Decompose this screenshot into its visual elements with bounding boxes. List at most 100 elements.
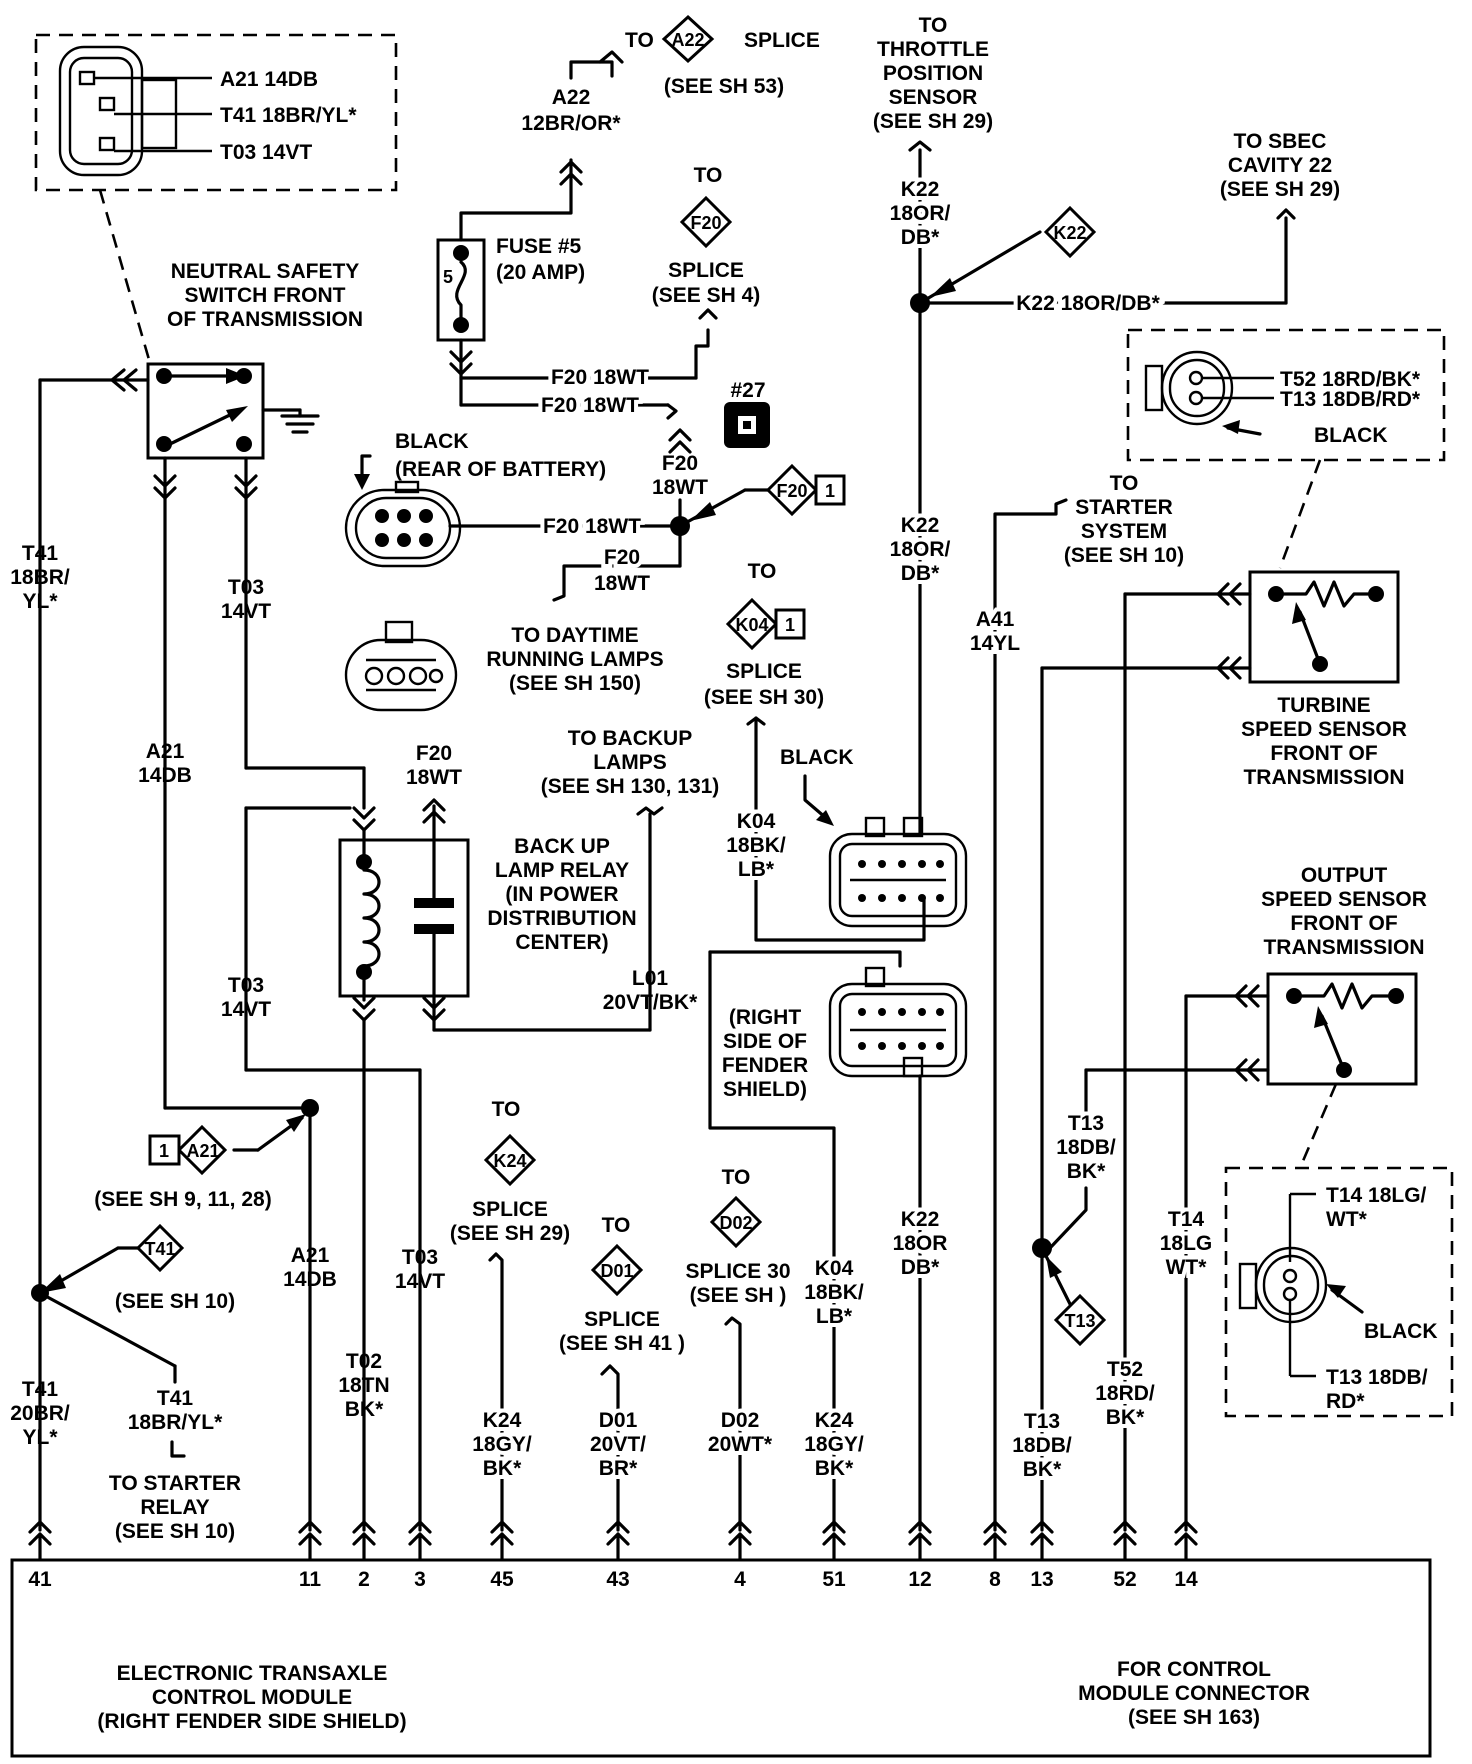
d01-to: TO	[602, 1214, 631, 1237]
br-pin-3: T13 18DB/	[1326, 1366, 1428, 1389]
t13-upper-2: 18DB/	[1056, 1136, 1116, 1159]
fender-2: SIDE OF	[723, 1030, 807, 1053]
k22-low-2: 18OR	[893, 1232, 948, 1255]
t03-upper-1: T03	[228, 576, 264, 599]
tr-color: BLACK	[1314, 424, 1388, 447]
f20-ref: (SEE SH 4)	[652, 284, 761, 307]
br-color: BLACK	[1364, 1320, 1438, 1343]
upper-12way-connector	[828, 816, 968, 928]
connector-27: #27	[724, 379, 770, 448]
starter-sys-1: TO	[1110, 472, 1139, 495]
tps-5: (SEE SH 29)	[873, 110, 993, 133]
starter-sys-2: STARTER	[1075, 496, 1173, 519]
k22-low-1: K22	[901, 1208, 940, 1231]
terminal-arrow	[408, 1520, 432, 1562]
a22-splice: SPLICE	[744, 29, 820, 52]
k22-mid-1: K22	[901, 514, 940, 537]
turbine-4: TRANSMISSION	[1243, 766, 1404, 789]
t14-3: WT*	[1166, 1256, 1208, 1279]
f20-tag-2: F20	[776, 481, 807, 501]
l01-1: L01	[632, 967, 669, 990]
k22-low-3: DB*	[901, 1256, 940, 1279]
fender-1: (RIGHT	[729, 1006, 801, 1029]
fuse-5: 5	[436, 238, 486, 342]
drl-3: (SEE SH 150)	[509, 672, 641, 695]
nss-title-3: OF TRANSMISSION	[167, 308, 363, 331]
battery-conn-2: (REAR OF BATTERY)	[395, 458, 606, 481]
tr-pin-2: T13 18DB/RD*	[1280, 388, 1421, 411]
turbine-speed-sensor	[1248, 570, 1400, 684]
module-note-3: (SEE SH 163)	[1128, 1706, 1260, 1729]
k22-upper-1: K22	[901, 178, 940, 201]
t13-low-2: 18DB/	[1012, 1434, 1072, 1457]
d01-tag: D01	[600, 1261, 633, 1281]
k04-wire-2: 18BK/	[726, 834, 786, 857]
k04-to: TO	[748, 560, 777, 583]
fender-4: SHIELD)	[723, 1078, 807, 1101]
d01-wire-1: D01	[599, 1409, 638, 1432]
module-pin-4: 45	[490, 1568, 514, 1591]
k24-ref: (SEE SH 29)	[450, 1222, 570, 1245]
module-note-1: FOR CONTROL	[1117, 1658, 1271, 1681]
connector-27-label: #27	[730, 379, 765, 402]
k04-low-3: LB*	[816, 1305, 853, 1328]
t52-2: 18RD/	[1095, 1382, 1155, 1405]
t52-3: BK*	[1106, 1406, 1145, 1429]
t03-upper-2: 14VT	[221, 600, 271, 623]
module-pin-10: 13	[1030, 1568, 1053, 1591]
k24-wire-3: BK*	[483, 1457, 522, 1480]
f20-wire-a: F20 18WT	[551, 366, 649, 389]
terminal-arrow	[822, 1520, 846, 1562]
tps-2: THROTTLE	[877, 38, 989, 61]
terminal-arrow	[298, 1520, 322, 1562]
backup-lamp-relay	[338, 798, 652, 1032]
a22-to: TO	[625, 29, 654, 52]
output-4: TRANSMISSION	[1263, 936, 1424, 959]
f20-wire-b: F20 18WT	[541, 394, 639, 417]
t02-3: BK*	[345, 1398, 384, 1421]
sbec-3: (SEE SH 29)	[1220, 178, 1340, 201]
d01-ref: (SEE SH 41 )	[559, 1332, 685, 1355]
sbec-2: CAVITY 22	[1228, 154, 1332, 177]
drl-2: RUNNING LAMPS	[486, 648, 663, 671]
k24-wire-2: 18GY/	[472, 1433, 532, 1456]
k22-upper-2: 18OR/	[890, 202, 951, 225]
terminal-arrow	[908, 1520, 932, 1562]
nss-pin-3: T03 14VT	[220, 141, 312, 164]
t41-upper-1: T41	[22, 542, 59, 565]
terminal-arrow	[1174, 1520, 1198, 1562]
a21-low-2: 14DB	[283, 1268, 337, 1291]
a21-ref: (SEE SH 9, 11, 28)	[94, 1188, 271, 1211]
module-pin-0: 41	[28, 1568, 52, 1591]
f20-tag: F20	[690, 213, 721, 233]
t41-branch-1: T41	[157, 1387, 194, 1410]
terminal-arrow	[1030, 1520, 1054, 1562]
k04-low-1: K04	[815, 1257, 854, 1280]
f20-relay-1: F20	[416, 742, 452, 765]
turbine-2: SPEED SENSOR	[1241, 718, 1407, 741]
d01-wire-2: 20VT/	[590, 1433, 646, 1456]
f20-vert-1: F20	[662, 452, 698, 475]
module-note-2: MODULE CONNECTOR	[1078, 1682, 1310, 1705]
starter-relay-1: TO STARTER	[109, 1472, 241, 1495]
relay-title-4: DISTRIBUTION	[487, 907, 636, 930]
bottom-right-connector-detail: T14 18LG/ WT* BLACK T13 18DB/ RD*	[1224, 1166, 1454, 1418]
neutral-safety-switch	[146, 362, 320, 460]
module-pin-12: 14	[1174, 1568, 1198, 1591]
starter-sys-4: (SEE SH 10)	[1064, 544, 1184, 567]
t13-tag: T13	[1064, 1311, 1095, 1331]
k24-wire-1: K24	[483, 1409, 522, 1432]
relay-title-1: BACK UP	[514, 835, 610, 858]
k24-wire2-1: K24	[815, 1409, 854, 1432]
a21-low-1: A21	[291, 1244, 330, 1267]
turbine-3: FRONT OF	[1270, 742, 1377, 765]
k22-horiz: K22 18OR/DB*	[1016, 292, 1160, 315]
t03-low-2: 14VT	[395, 1270, 445, 1293]
a21-tag-num: 1	[159, 1141, 169, 1161]
starter-sys-3: SYSTEM	[1081, 520, 1167, 543]
terminal-arrow	[983, 1520, 1007, 1562]
k04-low-2: 18BK/	[804, 1281, 864, 1304]
